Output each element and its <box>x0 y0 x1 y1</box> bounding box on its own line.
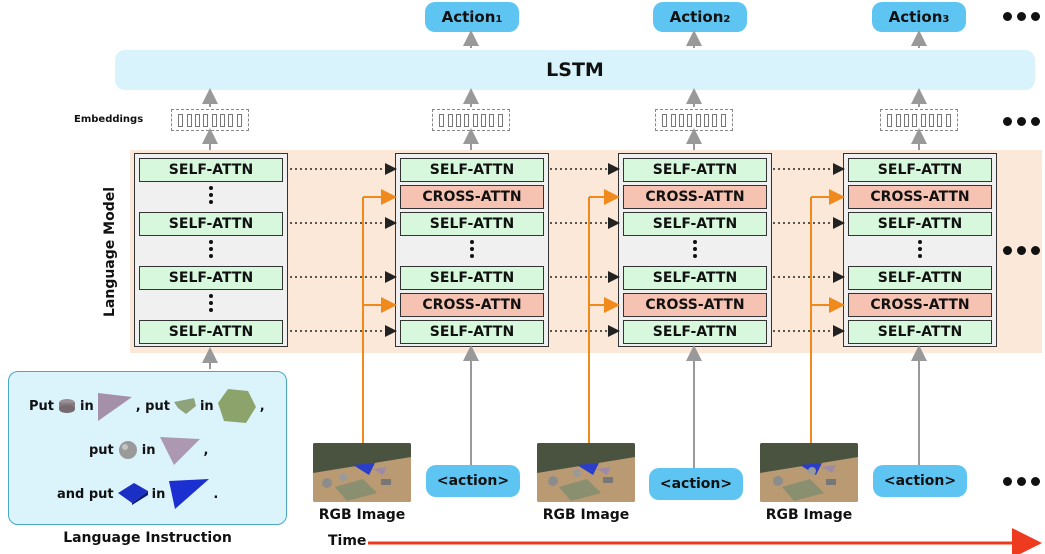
action-token-2: <action> <box>649 468 743 500</box>
hexagon-target-icon <box>217 389 256 423</box>
instruction-line-3: and put in . <box>57 479 218 509</box>
lm-stack-2: SELF-ATTN CROSS-ATTN SELF-ATTN SELF-ATTN… <box>618 153 772 347</box>
action-3-label: Action <box>888 8 943 26</box>
action-2-label: Action <box>669 8 724 26</box>
self-attn-block: SELF-ATTN <box>623 266 767 290</box>
ellipsis-actions <box>1003 12 1040 21</box>
action-token-1: <action> <box>426 465 520 497</box>
vertical-ellipsis <box>844 240 996 258</box>
self-attn-block: SELF-ATTN <box>848 158 992 182</box>
sphere-object-icon <box>118 441 137 459</box>
action-3-subscript: 3 <box>942 13 950 25</box>
action-token-3: <action> <box>873 465 967 497</box>
triangle-target-icon-2 <box>159 437 200 465</box>
ellipsis-inputs <box>1003 477 1040 486</box>
self-attn-block: SELF-ATTN <box>139 158 283 182</box>
triangle-target-icon <box>97 393 132 421</box>
cross-attn-block: CROSS-ATTN <box>623 293 767 317</box>
self-attn-block: SELF-ATTN <box>623 320 767 344</box>
instruction-line-2: put in , <box>89 435 208 465</box>
rgb-image-caption-2: RGB Image <box>542 507 630 523</box>
self-attn-block: SELF-ATTN <box>848 320 992 344</box>
self-attn-block: SELF-ATTN <box>623 158 767 182</box>
action-1-label: Action <box>441 8 496 26</box>
vertical-ellipsis <box>396 240 548 258</box>
self-attn-block: SELF-ATTN <box>139 266 283 290</box>
action-1-subscript: 1 <box>495 13 503 25</box>
vertical-ellipsis <box>135 240 287 258</box>
cross-attn-block: CROSS-ATTN <box>400 293 544 317</box>
ellipsis-layers <box>1003 246 1040 255</box>
embedding-vector-3 <box>880 109 958 131</box>
embedding-vector-1 <box>432 109 510 131</box>
language-instruction-caption: Language Instruction <box>63 530 232 546</box>
embedding-vector-2 <box>655 109 733 131</box>
self-attn-block: SELF-ATTN <box>400 320 544 344</box>
time-label: Time <box>328 533 367 549</box>
lm-stack-3: SELF-ATTN CROSS-ATTN SELF-ATTN SELF-ATTN… <box>843 153 997 347</box>
lstm-bar: LSTM <box>115 50 1035 90</box>
embedding-vector-0 <box>171 109 249 131</box>
self-attn-block: SELF-ATTN <box>848 266 992 290</box>
vertical-ellipsis <box>135 294 287 312</box>
language-instruction-box: Put in , put in , put in , and put in . <box>8 371 287 525</box>
block-object-icon <box>117 483 148 505</box>
embeddings-label: Embeddings <box>74 114 144 125</box>
action-2-subscript: 2 <box>723 13 731 25</box>
lm-stack-1: SELF-ATTN CROSS-ATTN SELF-ATTN SELF-ATTN… <box>395 153 549 347</box>
lstm-label: LSTM <box>546 59 604 81</box>
self-attn-block: SELF-ATTN <box>400 212 544 236</box>
cross-attn-block: CROSS-ATTN <box>623 185 767 209</box>
blue-triangle-target-icon <box>169 479 210 509</box>
cross-attn-block: CROSS-ATTN <box>400 185 544 209</box>
rgb-image-2 <box>537 443 635 502</box>
lm-stack-0: SELF-ATTN SELF-ATTN SELF-ATTN SELF-ATTN <box>134 153 288 347</box>
rgb-image-caption-3: RGB Image <box>765 507 853 523</box>
shape-object-icon <box>173 398 196 414</box>
instruction-line-1: Put in , put in , <box>29 389 265 423</box>
cross-attn-block: CROSS-ATTN <box>848 293 992 317</box>
self-attn-block: SELF-ATTN <box>139 212 283 236</box>
self-attn-block: SELF-ATTN <box>400 266 544 290</box>
cylinder-object-icon <box>59 399 75 413</box>
vertical-ellipsis <box>619 240 771 258</box>
cross-attn-block: CROSS-ATTN <box>848 185 992 209</box>
self-attn-block: SELF-ATTN <box>848 212 992 236</box>
rgb-image-1 <box>313 443 411 502</box>
self-attn-block: SELF-ATTN <box>623 212 767 236</box>
vertical-ellipsis <box>135 186 287 204</box>
rgb-image-caption-1: RGB Image <box>318 507 406 523</box>
rgb-image-3 <box>760 443 858 502</box>
ellipsis-embeddings <box>1003 117 1040 126</box>
self-attn-block: SELF-ATTN <box>400 158 544 182</box>
self-attn-block: SELF-ATTN <box>139 320 283 344</box>
